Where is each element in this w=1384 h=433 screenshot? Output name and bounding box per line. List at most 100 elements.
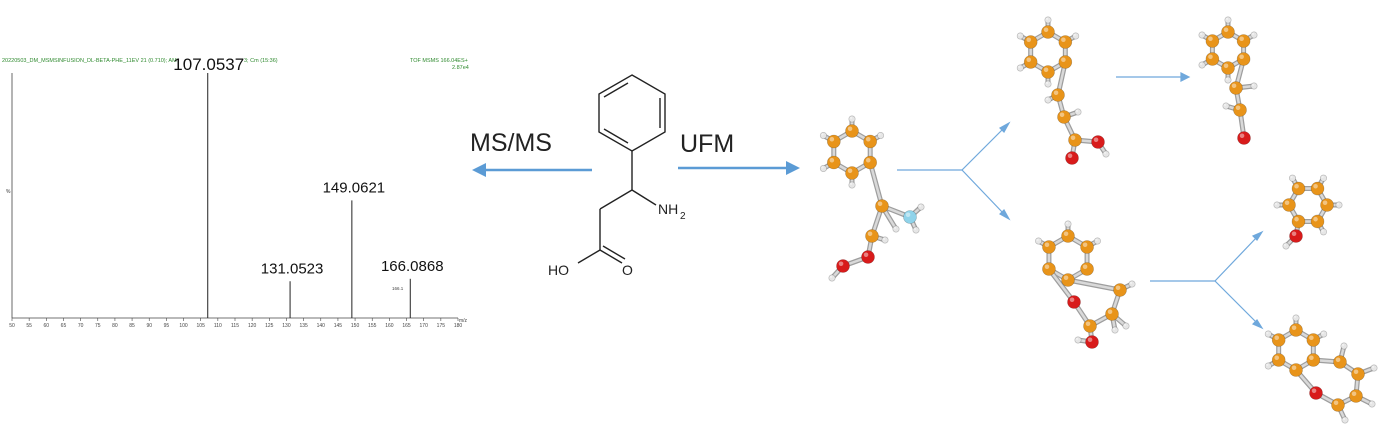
- atom-shine: [905, 212, 911, 218]
- atom-shine: [1036, 238, 1039, 242]
- x-tick-label: 100: [179, 323, 188, 329]
- atom-shine: [1018, 33, 1021, 36]
- atom-shine: [1053, 90, 1059, 95]
- spectrum-small-peak-label: 166.1: [392, 286, 404, 291]
- x-tick-label: 125: [265, 323, 274, 329]
- x-tick-label: 95: [164, 323, 170, 329]
- atom-shine: [1063, 231, 1069, 237]
- fragment-149-model: [1016, 16, 1110, 165]
- carbon-atom: [1080, 262, 1094, 276]
- spectrum-header-right-2: 2.87e4: [452, 65, 469, 71]
- atom-shine: [849, 182, 853, 186]
- atom-shine: [1087, 337, 1093, 342]
- carbon-atom: [1271, 333, 1286, 347]
- atom-shine: [1082, 264, 1088, 269]
- mass-spectrum: 20220503_DM_MSMSINFUSION_DL-BETA-PHE_11E…: [2, 55, 469, 329]
- atom-shine: [913, 227, 917, 231]
- x-tick-label: 150: [351, 323, 360, 329]
- atom-shine: [1294, 183, 1299, 189]
- atom-shine: [829, 157, 835, 163]
- atom-shine: [1075, 109, 1079, 112]
- atom-shine: [1026, 37, 1032, 42]
- atom-shine: [1313, 183, 1318, 189]
- hydrogen-atom: [1222, 102, 1230, 110]
- x-tick-label: 130: [282, 323, 291, 329]
- carbon-atom: [1310, 181, 1325, 196]
- atom-shine: [1353, 369, 1359, 374]
- x-tick-label: 160: [385, 323, 394, 329]
- carbon-atom: [1061, 229, 1075, 243]
- carbon-atom: [1068, 133, 1082, 147]
- hydrogen-atom: [1224, 16, 1232, 24]
- atom-shine: [882, 237, 886, 241]
- atom-shine: [877, 201, 883, 207]
- atom-shine: [1070, 135, 1076, 141]
- atom-shine: [821, 166, 824, 169]
- carbon-atom: [1042, 262, 1056, 276]
- atom-shine: [1045, 81, 1049, 84]
- oxygen-atom: [1289, 229, 1303, 243]
- oxygen-atom: [1309, 386, 1323, 400]
- bond-highlight: [1066, 278, 1122, 292]
- hydrogen-atom: [1289, 174, 1297, 182]
- atom-shine: [1093, 137, 1099, 143]
- atom-shine: [1335, 357, 1341, 362]
- hydrogen-atom: [1128, 280, 1136, 288]
- atom-shine: [847, 126, 853, 131]
- hydrogen-atom: [1335, 201, 1343, 209]
- carbon-atom: [1351, 367, 1365, 381]
- atom-shine: [838, 261, 844, 266]
- carbon-atom: [1331, 398, 1345, 412]
- atom-shine: [1239, 54, 1244, 59]
- atom-shine: [1321, 229, 1324, 232]
- x-tick-label: 170: [420, 323, 429, 329]
- peak-label: 166.0868: [381, 258, 444, 275]
- atom-shine: [1103, 151, 1107, 155]
- x-tick-label: 80: [112, 323, 118, 329]
- oxygen-atom: [1085, 335, 1099, 349]
- carbon-atom: [1051, 88, 1065, 102]
- bond: [599, 189, 633, 210]
- atom-shine: [1045, 17, 1049, 20]
- nitrogen-atom: [903, 210, 917, 224]
- atom-shine: [918, 204, 922, 208]
- spectrum-x-unit: m/z: [459, 318, 468, 324]
- carbon-atom: [827, 134, 841, 149]
- carbon-atom: [1205, 52, 1220, 66]
- atom-shine: [1311, 388, 1317, 393]
- carbon-atom: [1058, 35, 1073, 49]
- atom-shine: [1274, 355, 1280, 360]
- hydrogen-atom: [848, 181, 856, 189]
- x-tick-label: 60: [44, 323, 50, 329]
- peak-label: 149.0621: [323, 179, 386, 196]
- atom-shine: [1065, 221, 1069, 225]
- bond: [577, 249, 601, 264]
- structure-labels: NH 2 HO O: [548, 201, 686, 278]
- carbon-atom: [1306, 333, 1321, 347]
- carbon-atom: [1282, 198, 1296, 212]
- oxygen-atom: [836, 259, 850, 273]
- x-tick-label: 145: [334, 323, 343, 329]
- hydrogen-atom: [1074, 108, 1082, 116]
- carbon-atom: [1057, 110, 1071, 124]
- atom-shine: [1274, 335, 1280, 340]
- x-tick-label: 50: [9, 323, 15, 329]
- parent-ion-model: [819, 115, 925, 282]
- hydrogen-atom: [917, 203, 925, 211]
- hydrogen-atom: [1224, 76, 1232, 84]
- carbon-atom: [1058, 55, 1073, 69]
- atom-shine: [1371, 365, 1375, 368]
- ufm-arrow: UFM: [678, 130, 800, 175]
- atom-shine: [1341, 343, 1345, 346]
- carbon-atom: [1042, 240, 1056, 254]
- hydrogen-atom: [1198, 31, 1206, 39]
- hydrogen-atom: [892, 225, 900, 233]
- atom-shine: [1045, 97, 1049, 100]
- x-tick-label: 120: [248, 323, 257, 329]
- atom-shine: [867, 231, 873, 237]
- atom-shine: [1085, 321, 1091, 326]
- atom-shine: [1043, 27, 1049, 32]
- carbon-atom: [1333, 355, 1347, 369]
- x-tick-label: 135: [299, 323, 308, 329]
